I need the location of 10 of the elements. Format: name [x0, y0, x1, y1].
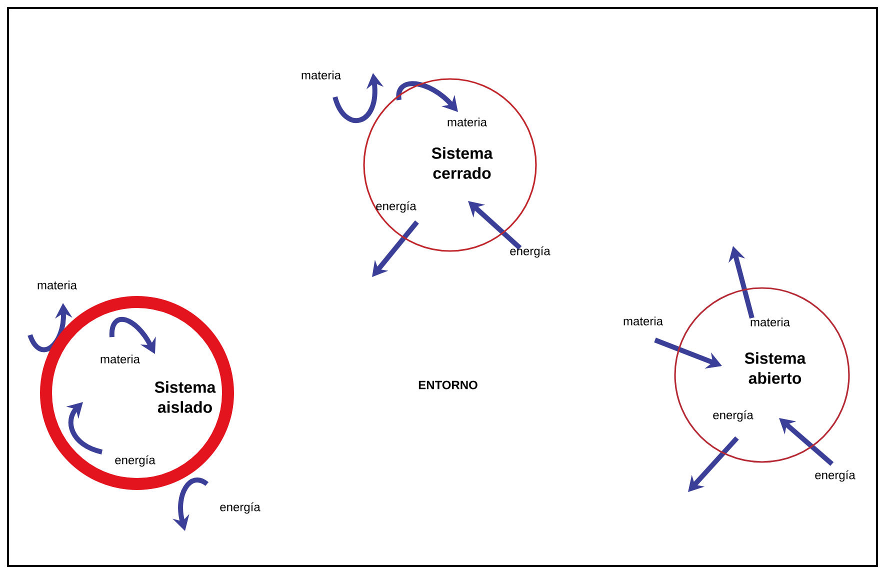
- flow-label: materia: [624, 316, 663, 326]
- flow-label: materia: [750, 318, 790, 326]
- flow-label: materia: [38, 280, 77, 290]
- flow-label: energía: [713, 410, 754, 422]
- flow-label: energía: [376, 201, 416, 213]
- flow-label: materia: [448, 118, 487, 126]
- flow-label: energía: [220, 502, 260, 514]
- flow-label: materia: [100, 354, 140, 364]
- flow-label: materia: [302, 70, 341, 80]
- flow-label: energía: [115, 455, 156, 467]
